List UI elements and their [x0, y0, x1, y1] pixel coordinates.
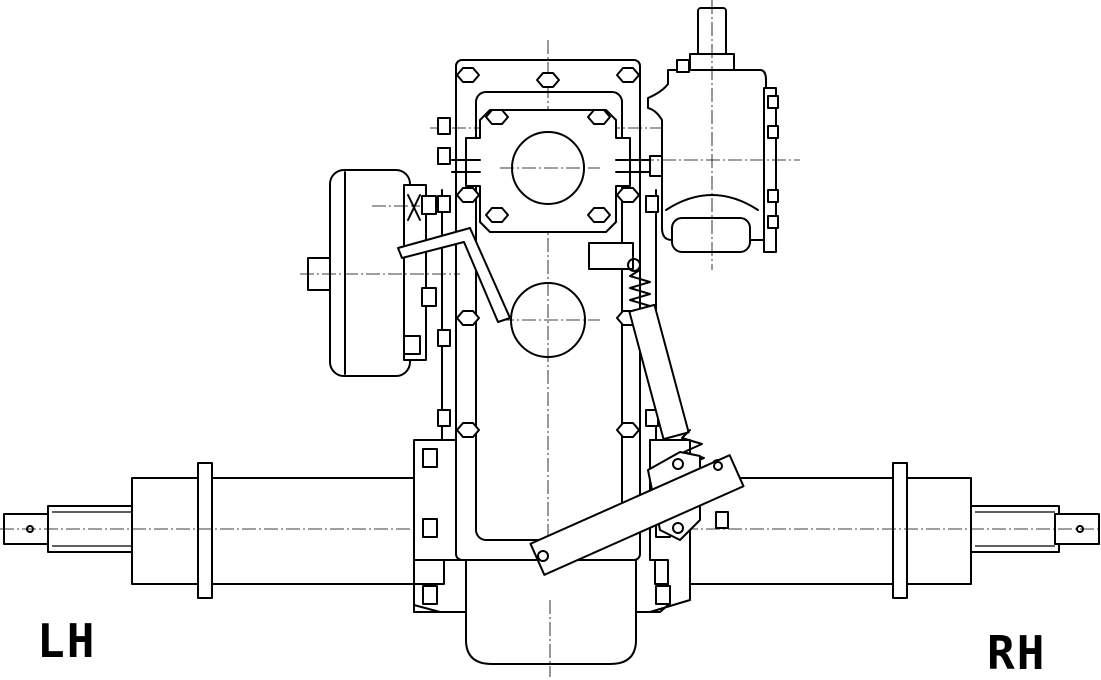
cap-bolt: [485, 109, 509, 125]
spring-bracket: [588, 242, 634, 270]
spring-rod-sleeve: [628, 303, 690, 441]
oil-sump: [465, 554, 637, 665]
bevel-housing: [647, 69, 767, 241]
brake-link-rod: [372, 205, 511, 323]
right-hand-label: RH: [987, 626, 1047, 680]
gearbox-top-bolts: [456, 67, 640, 88]
brake-drum-body: [329, 169, 411, 377]
left-hand-label: LH: [37, 614, 97, 668]
brake-link-bar: [397, 227, 511, 323]
left-axle-assembly: [0, 462, 460, 599]
upper-spring: [629, 269, 651, 311]
lower-case: [413, 439, 729, 677]
right-axle-hub: [906, 477, 972, 585]
cap-bolt: [587, 109, 611, 125]
left-axle-housing: [211, 477, 445, 585]
bevel-output-cover: [671, 217, 751, 253]
left-axle-hub: [131, 477, 199, 585]
brake-drum: [300, 169, 460, 377]
right-axle-flange: [892, 462, 908, 599]
spring-upper-eye: [627, 258, 641, 272]
bearing-cap-plate: [465, 109, 631, 233]
cap-bolt: [587, 207, 611, 223]
left-axle-flange: [197, 462, 213, 599]
brake-drum-flange: [403, 184, 427, 361]
bevel-gearbox: [640, 0, 800, 270]
cap-bolt: [485, 207, 509, 223]
brake-arm-lever: [529, 451, 745, 576]
lower-case-body: [413, 439, 691, 613]
lever-arm: [529, 454, 745, 576]
